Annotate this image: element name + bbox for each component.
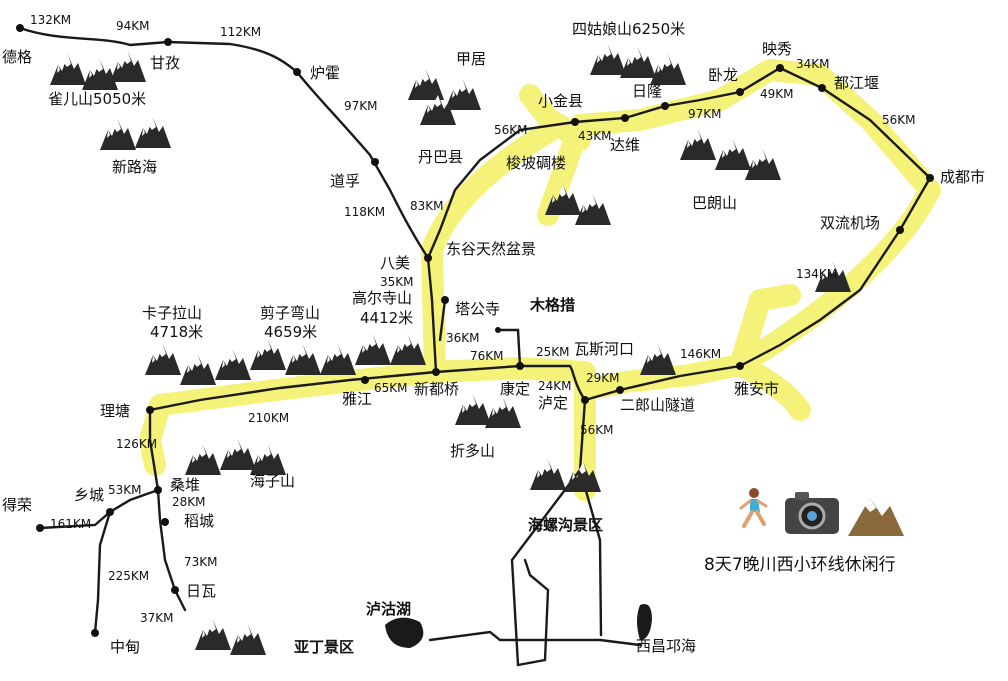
dist-112: 112KM bbox=[220, 25, 261, 39]
label-erlangshan: 二郎山隧道 bbox=[620, 396, 695, 414]
dist-37: 37KM bbox=[140, 611, 174, 625]
dist-94: 94KM bbox=[116, 19, 150, 33]
label-dujiangyan: 都江堰 bbox=[834, 74, 879, 92]
label-luding: 泸定 bbox=[538, 394, 568, 412]
dist-56a: 56KM bbox=[494, 123, 528, 137]
dist-53: 53KM bbox=[108, 483, 142, 497]
dist-132: 132KM bbox=[30, 13, 71, 27]
label-luguhu: 泸沽湖 bbox=[366, 600, 411, 618]
dist-65: 65KM bbox=[374, 381, 408, 395]
label-kazila-alt: 4718米 bbox=[150, 323, 203, 341]
label-riwa: 日瓦 bbox=[186, 582, 216, 600]
label-xiangcheng: 乡城 bbox=[74, 486, 104, 504]
dist-36: 36KM bbox=[446, 331, 480, 345]
label-sangdui: 桑堆 bbox=[170, 476, 200, 494]
running-woman-icon bbox=[739, 488, 768, 528]
dist-24: 24KM bbox=[538, 379, 572, 393]
label-gaoersishan-alt: 4412米 bbox=[360, 309, 413, 327]
dist-35: 35KM bbox=[380, 275, 414, 289]
dist-210: 210KM bbox=[248, 411, 289, 425]
label-hailuogou: 海螺沟景区 bbox=[528, 516, 603, 534]
dist-161: 161KM bbox=[50, 517, 91, 531]
label-daofu: 道孚 bbox=[330, 172, 360, 190]
dist-49: 49KM bbox=[760, 87, 794, 101]
label-wasigoukou: 瓦斯河口 bbox=[574, 340, 634, 358]
label-balangshan: 巴朗山 bbox=[692, 194, 737, 212]
label-donggu: 东谷天然盆景 bbox=[446, 240, 536, 258]
label-queershan: 雀儿山5050米 bbox=[48, 90, 146, 108]
dist-56b: 56KM bbox=[882, 113, 916, 127]
page-title: 8天7晚川西小环线休闲行 bbox=[704, 555, 896, 575]
label-jiaju: 甲居 bbox=[456, 50, 486, 68]
label-suopodiaolou: 梭坡碉楼 bbox=[506, 154, 566, 172]
label-jianziwan: 剪子弯山 bbox=[260, 304, 320, 322]
label-yajiang: 雅江 bbox=[342, 390, 372, 408]
label-chengdu: 成都市 bbox=[940, 168, 985, 186]
luguhu-lake bbox=[385, 617, 424, 648]
dist-97b: 97KM bbox=[688, 107, 722, 121]
highlighted-route bbox=[139, 59, 941, 501]
label-jianziwan-alt: 4659米 bbox=[264, 323, 317, 341]
dist-83: 83KM bbox=[410, 199, 444, 213]
label-dege: 德格 bbox=[2, 48, 32, 66]
label-zhongdian: 中甸 bbox=[110, 638, 140, 656]
dist-28: 28KM bbox=[172, 495, 206, 509]
dist-126: 126KM bbox=[116, 437, 157, 451]
dist-146: 146KM bbox=[680, 347, 721, 361]
qionghai-lake bbox=[637, 604, 652, 640]
label-luhuo: 炉霍 bbox=[310, 64, 340, 82]
label-derong: 得荣 bbox=[2, 496, 32, 514]
label-xinduqiao: 新都桥 bbox=[414, 380, 459, 398]
label-mugecuo: 木格措 bbox=[529, 296, 575, 314]
dist-43: 43KM bbox=[578, 129, 612, 143]
label-yaan: 雅安市 bbox=[734, 380, 779, 398]
camera-icon bbox=[785, 492, 839, 534]
dist-134: 134KM bbox=[796, 267, 837, 281]
label-ganzi: 甘孜 bbox=[150, 54, 180, 72]
label-wolong: 卧龙 bbox=[708, 66, 738, 84]
label-siguniang: 四姑娘山6250米 bbox=[572, 20, 685, 38]
label-litang: 理塘 bbox=[100, 402, 130, 420]
dist-34: 34KM bbox=[796, 57, 830, 71]
label-kazila: 卡子拉山 bbox=[142, 304, 202, 322]
label-yingxiu: 映秀 bbox=[762, 40, 792, 58]
label-zheduoshan: 折多山 bbox=[450, 442, 495, 460]
label-xinluhai: 新路海 bbox=[112, 158, 157, 176]
dist-76: 76KM bbox=[470, 349, 504, 363]
dist-56c: 56KM bbox=[580, 423, 614, 437]
mountain-icon bbox=[848, 498, 904, 536]
label-qionghai: 西昌邛海 bbox=[636, 637, 696, 655]
label-gaoersishan: 高尔寺山 bbox=[352, 289, 412, 307]
town-dots bbox=[16, 24, 934, 637]
dist-29: 29KM bbox=[586, 371, 620, 385]
dist-97a: 97KM bbox=[344, 99, 378, 113]
label-bamei: 八美 bbox=[380, 254, 410, 272]
dist-225: 225KM bbox=[108, 569, 149, 583]
label-haizishan: 海子山 bbox=[250, 472, 295, 490]
dist-25: 25KM bbox=[536, 345, 570, 359]
label-tagongsi: 塔公寺 bbox=[455, 300, 500, 318]
label-daocheng: 稻城 bbox=[184, 512, 214, 530]
label-kangding: 康定 bbox=[500, 380, 530, 398]
label-rilong: 日隆 bbox=[632, 82, 662, 100]
label-xiaojin: 小金县 bbox=[538, 92, 583, 110]
dist-118: 118KM bbox=[344, 205, 385, 219]
label-dawei: 达维 bbox=[610, 136, 640, 154]
label-danba: 丹巴县 bbox=[418, 148, 463, 166]
label-shuangliu: 双流机场 bbox=[820, 214, 880, 232]
label-yading: 亚丁景区 bbox=[294, 638, 354, 656]
dist-73: 73KM bbox=[184, 555, 218, 569]
